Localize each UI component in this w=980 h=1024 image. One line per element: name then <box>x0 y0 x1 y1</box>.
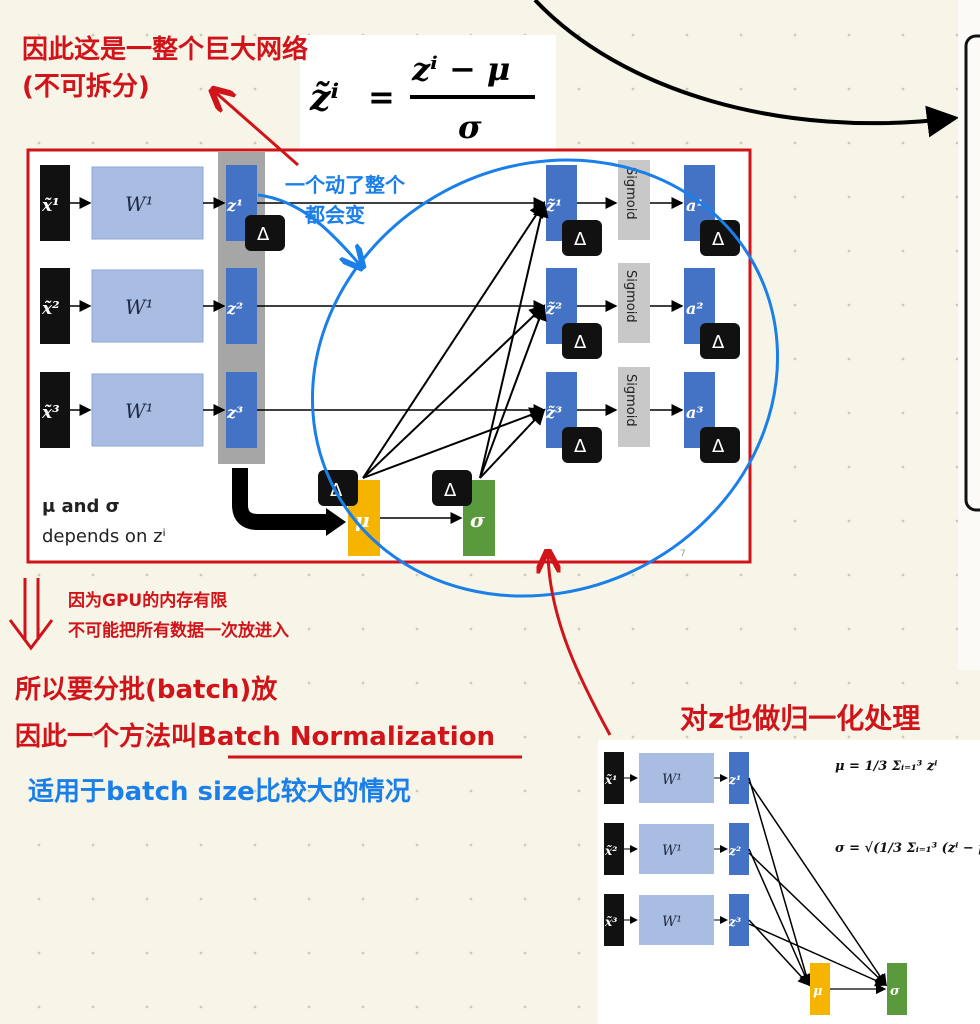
mini-row: x̃² W¹ z² <box>604 823 888 987</box>
right-panel <box>958 0 980 670</box>
note-large-batch-size: 适用于batch size比较大的情况 <box>28 776 411 807</box>
svg-text:z³: z³ <box>728 915 741 929</box>
delta-badge <box>562 427 602 463</box>
note-one-changes-all: 一个动了整个 <box>285 173 406 197</box>
weight-box <box>91 373 204 447</box>
svg-text:=: = <box>368 78 395 116</box>
svg-text:depends on zⁱ: depends on zⁱ <box>42 526 166 547</box>
svg-text:Δ: Δ <box>444 480 457 501</box>
right-box <box>964 34 980 512</box>
delta-badge <box>562 323 602 359</box>
note-normalize-z: 对z也做归一化处理 <box>680 702 920 735</box>
delta-badge <box>245 215 285 251</box>
mini-row: x̃¹ W¹ z¹ <box>604 752 887 987</box>
svg-text:W¹: W¹ <box>125 295 154 319</box>
input-node <box>40 165 70 241</box>
svg-text:σ: σ <box>470 508 485 532</box>
svg-text:z³: z³ <box>226 403 243 422</box>
svg-text:z²: z² <box>226 299 243 318</box>
svg-text:z̃¹: z̃¹ <box>545 196 562 215</box>
svg-text:z̃ⁱ: z̃ⁱ <box>309 77 339 119</box>
svg-text:z¹: z¹ <box>728 773 741 787</box>
svg-text:μ = 1/3 Σᵢ₌₁³ zⁱ: μ = 1/3 Σᵢ₌₁³ zⁱ <box>835 759 937 774</box>
svg-text:Δ: Δ <box>712 229 725 250</box>
svg-text:7: 7 <box>680 549 686 559</box>
mini-row: x̃³ W¹ z³ <box>604 894 888 987</box>
black-curve-arrow <box>533 0 959 138</box>
svg-text:x̃¹: x̃¹ <box>41 196 60 216</box>
svg-text:z²: z² <box>728 844 741 858</box>
svg-text:x̃³: x̃³ <box>604 915 617 929</box>
svg-text:z̃³: z̃³ <box>545 403 562 422</box>
sigmoid-box <box>618 367 650 447</box>
big-black-arrow <box>232 468 330 530</box>
svg-text:μ: μ <box>813 984 823 999</box>
note-not-all-data: 不可能把所有数据一次放进入 <box>68 620 289 641</box>
svg-text:W¹: W¹ <box>125 192 154 216</box>
svg-text:W¹: W¹ <box>662 843 682 859</box>
svg-text:a³: a³ <box>686 403 703 422</box>
delta-badge <box>700 323 740 359</box>
note-batch-normalization: 因此一个方法叫Batch Normalization <box>15 721 495 752</box>
network-row: x̃² W¹ z² z̃² Sigmoid a² Δ Δ <box>40 263 740 479</box>
z-node <box>226 268 257 344</box>
svg-text:Δ: Δ <box>257 224 270 245</box>
svg-text:a²: a² <box>686 299 703 318</box>
svg-text:z̃²: z̃² <box>545 299 562 318</box>
svg-text:z¹: z¹ <box>226 196 243 215</box>
svg-text:Δ: Δ <box>712 332 725 353</box>
red-arrow-ellipse <box>548 555 612 736</box>
delta-badge-sigma: Δ <box>432 470 472 506</box>
sigmoid-box <box>618 263 650 343</box>
red-down-arrow <box>8 578 54 651</box>
delta-badge <box>700 427 740 463</box>
svg-text:Δ: Δ <box>574 332 587 353</box>
svg-text:W¹: W¹ <box>125 399 154 423</box>
z-node <box>226 372 257 448</box>
blue-ellipse-annotation <box>310 158 780 598</box>
blue-arrow <box>257 193 360 265</box>
svg-text:zⁱ − μ: zⁱ − μ <box>411 50 510 88</box>
weight-box <box>91 269 204 343</box>
red-arrow-up <box>215 92 299 167</box>
svg-text:W¹: W¹ <box>662 772 682 788</box>
svg-text:x̃²: x̃² <box>41 299 60 319</box>
svg-text:x̃¹: x̃¹ <box>604 773 617 787</box>
svg-text:Sigmoid: Sigmoid <box>623 270 638 323</box>
svg-text:W¹: W¹ <box>662 914 682 930</box>
svg-text:σ: σ <box>890 984 900 999</box>
svg-text:Δ: Δ <box>712 436 725 457</box>
delta-badge-mu: Δ <box>318 470 358 506</box>
svg-text:Δ: Δ <box>574 229 587 250</box>
delta-badge <box>562 220 602 256</box>
note-gpu-memory: 因为GPU的内存有限 <box>68 590 227 611</box>
note-inseparable: (不可拆分) <box>22 72 150 102</box>
svg-text:Sigmoid: Sigmoid <box>623 167 638 220</box>
note-whole-network: 因此这是一整个巨大网络 <box>22 34 308 65</box>
svg-text:μ and σ: μ and σ <box>42 496 120 517</box>
svg-text:σ = √(1/3 Σᵢ₌₁³ (zⁱ − μ)²): σ = √(1/3 Σᵢ₌₁³ (zⁱ − μ)²) <box>835 841 980 856</box>
svg-text:Δ: Δ <box>574 436 587 457</box>
note-batches: 所以要分批(batch)放 <box>15 674 278 705</box>
svg-text:x̃²: x̃² <box>604 844 617 858</box>
weight-box <box>91 166 204 240</box>
normalization-formula: z̃ⁱ = zⁱ − μ σ <box>300 35 556 150</box>
svg-text:σ: σ <box>458 108 482 146</box>
svg-text:Sigmoid: Sigmoid <box>623 374 638 427</box>
mini-mu-node <box>810 963 830 1015</box>
input-node <box>40 372 70 448</box>
svg-text:x̃³: x̃³ <box>41 403 60 423</box>
mini-diagram: x̃¹ W¹ z¹ x̃² W¹ z² x̃³ W¹ z³ μ σ μ = 1/3 Σᵢ₌₁³ … <box>598 740 980 1024</box>
mini-sigma-node <box>887 963 907 1015</box>
note-all-change: 都会变 <box>304 203 365 227</box>
input-node <box>40 268 70 344</box>
network-row: x̃³ W¹ z³ z̃³ Sigmoid a³ Δ Δ <box>40 367 740 479</box>
